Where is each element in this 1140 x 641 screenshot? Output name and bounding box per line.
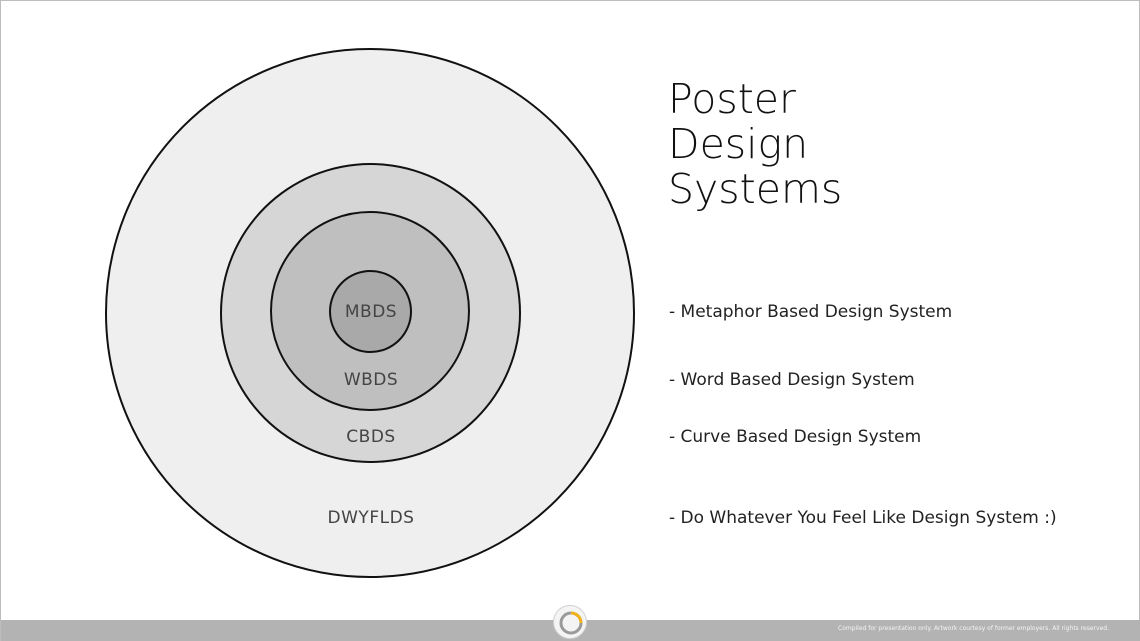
ring-mbds [329, 270, 412, 353]
legend-item-mbds: - Metaphor Based Design System [669, 302, 953, 322]
legend-item-dwyflds: - Do Whatever You Feel Like Design Syste… [669, 508, 1057, 528]
ring-label-dwyflds: DWYFLDS [327, 508, 415, 528]
legend-item-cbds: - Curve Based Design System [669, 427, 922, 447]
circle-logo-icon [553, 605, 587, 639]
footer-note: Compiled for presentation only. Artwork … [838, 625, 1109, 632]
title-line-2: Design [668, 120, 809, 168]
ring-label-cbds: CBDS [346, 427, 396, 447]
ring-label-mbds: MBDS [344, 302, 398, 322]
title-line-1: Poster [668, 75, 796, 123]
title-line-3: Systems [668, 165, 843, 213]
legend-item-wbds: - Word Based Design System [669, 370, 915, 390]
slide-title: Poster Design Systems [668, 77, 968, 212]
ring-label-wbds: WBDS [343, 370, 399, 390]
